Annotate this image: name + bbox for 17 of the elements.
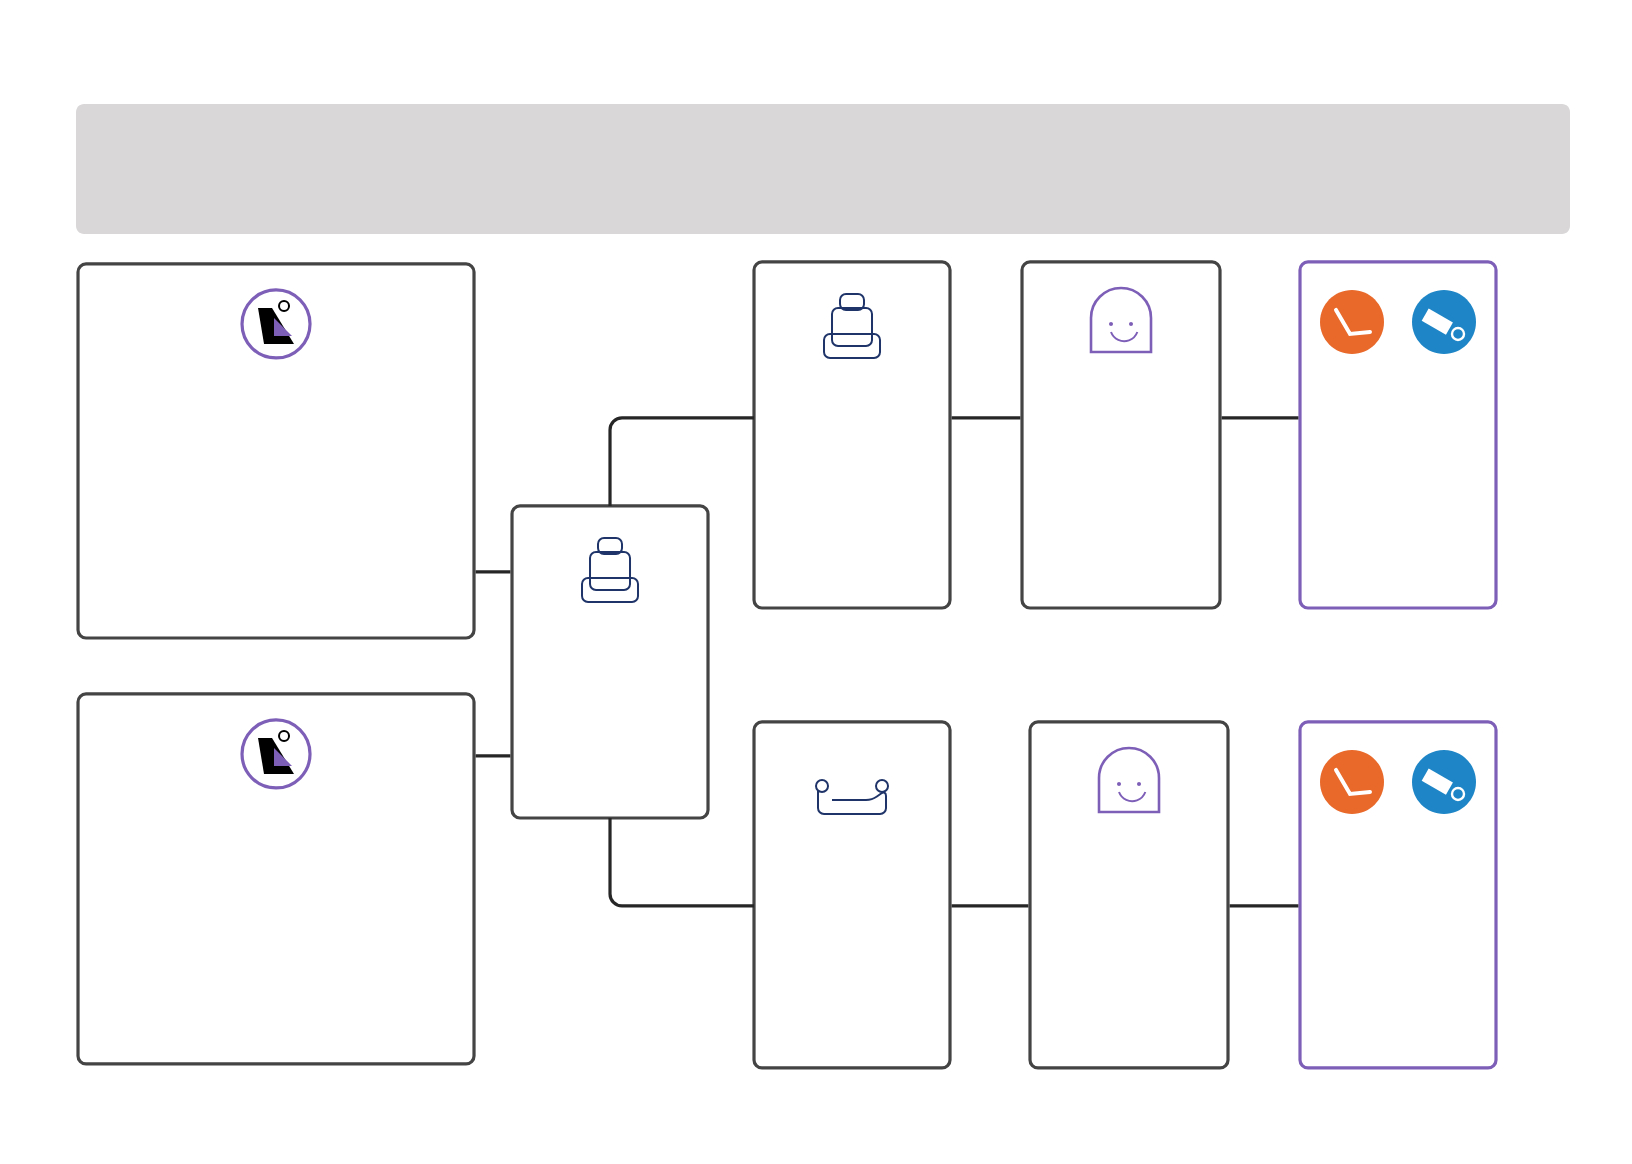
connector-line (475, 570, 511, 574)
connector-line (1229, 904, 1299, 908)
card (752, 720, 952, 1070)
card (76, 262, 476, 640)
connector-line (1221, 416, 1299, 420)
card (1298, 720, 1498, 1070)
connector-line (951, 904, 1029, 908)
connector-line (608, 817, 754, 908)
card (510, 504, 710, 820)
card (752, 260, 952, 610)
card (76, 692, 476, 1066)
card (1298, 260, 1498, 610)
connector-line (475, 754, 511, 758)
connector-line (951, 416, 1021, 420)
connector-line (608, 416, 754, 506)
card (1028, 720, 1230, 1070)
card (1020, 260, 1222, 610)
